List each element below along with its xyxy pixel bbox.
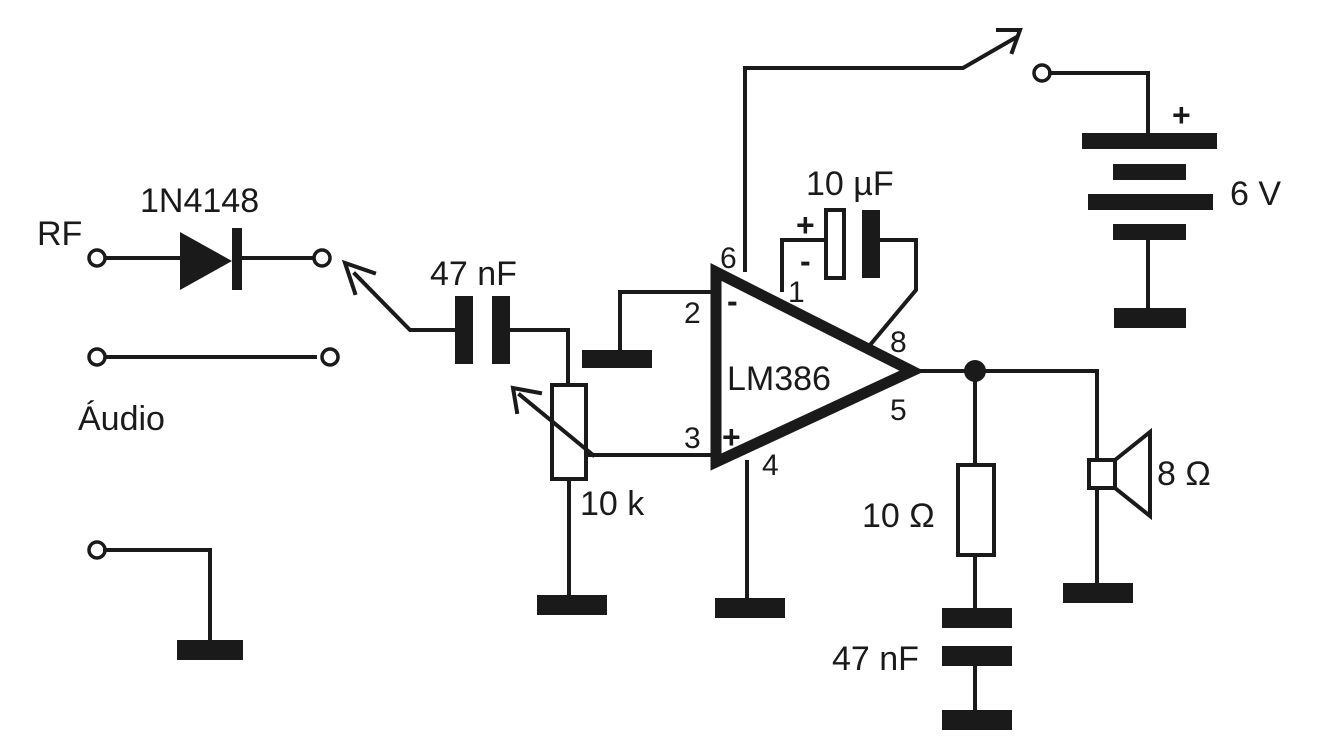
rf-input-terminal[interactable] <box>87 248 107 268</box>
opamp-plus: + <box>722 419 741 455</box>
rf-label: RF <box>37 215 82 253</box>
pin-1: 1 <box>788 276 805 309</box>
zobel-capacitor <box>942 608 1012 628</box>
gain-cap-plus: + <box>796 207 815 243</box>
speaker-8ohm <box>1063 369 1152 603</box>
labels: RF 1N4148 Áudio 47 nF 10 k 10 µF + - LM3… <box>37 97 1281 678</box>
ground-symbol <box>177 640 243 660</box>
audio-input-terminal[interactable] <box>87 347 107 367</box>
ground-input-terminal[interactable] <box>87 540 107 560</box>
ground-symbol <box>582 350 652 368</box>
zobel-resistor-label: 10 Ω <box>862 497 935 535</box>
pin-5: 5 <box>890 394 907 427</box>
power-supply <box>1032 63 1217 328</box>
speaker-cone <box>1113 427 1152 521</box>
ground-symbol <box>942 710 1012 730</box>
input-capacitor <box>455 296 473 364</box>
ground-symbol <box>715 598 785 618</box>
pin-2: 2 <box>684 297 701 330</box>
ground-symbol <box>1063 583 1133 603</box>
battery-6v <box>1082 133 1217 149</box>
lm386-amplifier <box>582 28 1099 618</box>
pin-4: 4 <box>762 449 779 482</box>
zobel-network <box>942 369 1012 730</box>
input-capacitor-label: 47 nF <box>430 255 517 293</box>
opamp-minus: - <box>727 283 738 319</box>
ground-symbol <box>1114 308 1186 328</box>
rf-output-terminal[interactable] <box>312 248 332 268</box>
gain-capacitor-label: 10 µF <box>806 165 894 203</box>
coupling-and-volume <box>455 296 714 615</box>
audio-output-terminal[interactable] <box>320 347 340 367</box>
audio-label: Áudio <box>78 400 165 438</box>
input-selector-switch[interactable] <box>341 259 457 332</box>
zobel-resistor <box>956 463 996 557</box>
volume-potentiometer <box>550 383 588 481</box>
diode-1n4148 <box>180 232 232 290</box>
input-section <box>87 228 457 660</box>
battery-plus: + <box>1172 97 1191 133</box>
diode-label: 1N4148 <box>140 182 259 220</box>
pot-label: 10 k <box>580 485 645 523</box>
gain-capacitor <box>824 208 846 280</box>
speaker-coil <box>1087 458 1117 490</box>
opamp-triangle <box>710 263 925 471</box>
pin-3: 3 <box>684 422 701 455</box>
ic-label: LM386 <box>727 360 831 398</box>
pin-8: 8 <box>890 326 907 359</box>
zobel-capacitor-label: 47 nF <box>832 640 919 678</box>
power-switch-terminal[interactable] <box>1032 63 1052 83</box>
speaker-label: 8 Ω <box>1157 455 1211 493</box>
ground-symbol <box>537 595 607 615</box>
battery-label: 6 V <box>1230 175 1281 213</box>
gain-cap-minus: - <box>800 243 811 279</box>
pin-6: 6 <box>720 242 737 275</box>
